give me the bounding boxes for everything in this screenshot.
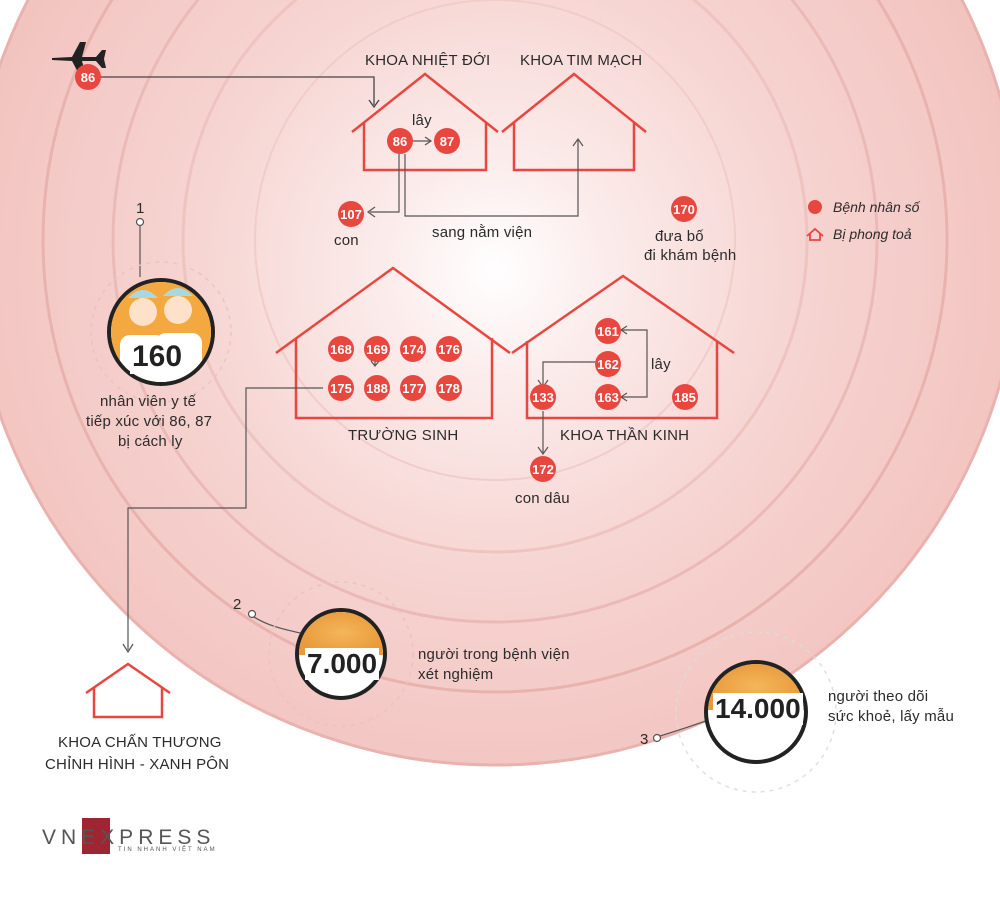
patient-176: 176 [438,342,460,357]
label-khoa-than-kinh: KHOA THẦN KINH [560,427,690,444]
flight-arrow [100,76,380,109]
stat-1-line-2: tiếp xúc với 86, 87 [86,413,213,430]
legend-dot-icon [808,200,822,214]
stat-2-line-2: xét nghiệm [418,666,494,683]
houses [85,72,735,719]
patient-161: 161 [597,324,619,339]
patient-188: 188 [366,381,388,396]
annotation-lay-2: lây [651,356,671,373]
house-than-kinh [511,274,735,420]
annotation-con: con [334,232,359,249]
house-chan-thuong [85,662,171,719]
annotation-di-kham: đi khám bệnh [644,247,737,264]
label-khoa-nhiet-doi: KHOA NHIỆT ĐỚI [365,52,491,69]
legend-lockdown-label: Bị phong toả [833,226,912,242]
house-tim-mach [501,72,647,172]
airplane-icon [52,42,106,76]
annotation-lay-1: lây [412,112,432,129]
patient-177: 177 [402,381,424,396]
house-truong-sinh [275,266,511,420]
patient-86-flight: 86 [80,70,96,85]
stat-1-line-1: nhân viên y tế [100,393,197,410]
stat-1-line-3: bị cách ly [118,433,183,450]
annotation-sang-nam-vien: sang nằm viện [432,224,533,241]
stat-value-14000: 14.000 [713,693,803,725]
stat-2-line-1: người trong bệnh viện [418,646,570,663]
legend-house-icon [806,227,824,241]
stat-value-7000: 7.000 [305,648,380,680]
stat-marker-3: 3 [640,731,649,748]
patient-175: 175 [330,381,352,396]
patient-dots [75,64,698,482]
patient-169: 169 [366,342,388,357]
label-chinh-hinh: CHỈNH HÌNH - XANH PÔN [45,756,230,773]
patient-163: 163 [597,390,619,405]
stat-3-line-1: người theo dõi [828,688,929,705]
house-nhiet-doi [351,72,499,172]
stat-value-160: 160 [130,340,185,374]
patient-172: 172 [532,462,554,477]
logo-tagline: TIN NHANH VIỆT NAM [118,847,217,853]
patient-86: 86 [392,134,408,149]
stat-marker-1: 1 [136,200,145,217]
concentric-rings [0,0,1000,767]
legend [806,200,824,241]
logo-mark [82,818,110,854]
patient-185: 185 [674,390,696,405]
annotation-con-dau: con dâu [515,490,570,507]
patient-87: 87 [439,134,455,149]
patient-168: 168 [330,342,352,357]
label-khoa-chan-thuong: KHOA CHẤN THƯƠNG [58,734,222,751]
patient-107: 107 [340,207,362,222]
virus-decorations [90,261,837,793]
patient-174: 174 [402,342,424,357]
patient-162: 162 [597,357,619,372]
annotation-dua-bo: đưa bố [655,228,704,245]
patient-178: 178 [438,381,460,396]
label-truong-sinh: TRƯỜNG SINH [348,427,459,444]
patient-170: 170 [673,202,695,217]
stat-3-line-2: sức khoẻ, lấy mẫu [828,708,954,725]
patient-133: 133 [532,390,554,405]
legend-patient-label: Bệnh nhân số [833,199,920,215]
stat-marker-2: 2 [233,596,242,613]
label-khoa-tim-mach: KHOA TIM MẠCH [520,52,643,69]
logo-vnexpress: VNEXPRESS [42,826,216,849]
